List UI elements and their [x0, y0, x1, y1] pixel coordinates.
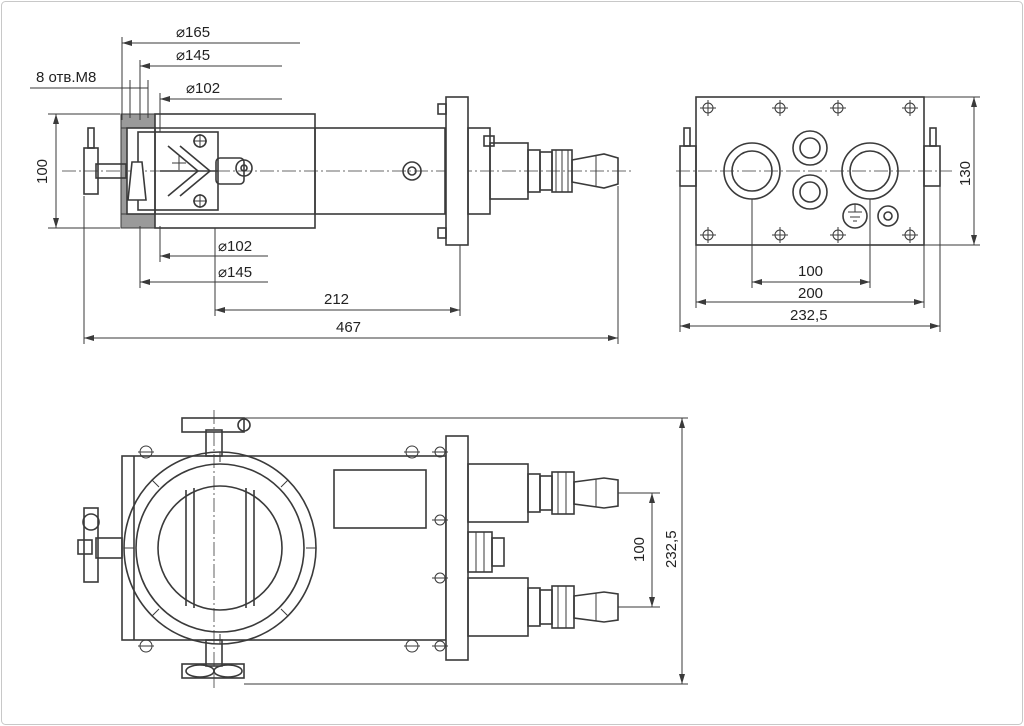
dim-height-130: 130 — [957, 161, 974, 186]
dim-height-232-5: 232,5 — [663, 530, 680, 568]
dim-width-200: 200 — [798, 285, 823, 302]
dim-dia-145-bottom: ⌀145 — [218, 264, 252, 281]
dim-height-100: 100 — [34, 159, 51, 184]
dim-length-467: 467 — [336, 319, 361, 336]
top-view: 100 232,5 — [77, 410, 688, 690]
side-view: 130 100 200 232,5 — [676, 96, 980, 332]
dim-width-100: 100 — [798, 263, 823, 280]
dim-spacing-100: 100 — [631, 537, 648, 562]
dim-dia-145-top: ⌀145 — [176, 47, 210, 64]
dim-length-212: 212 — [324, 291, 349, 308]
label-8-holes-m8: 8 отв.М8 — [36, 69, 96, 86]
front-view: ⌀165 ⌀145 ⌀102 8 отв.М8 100 ⌀102 ⌀145 — [30, 24, 632, 344]
dim-width-232-5: 232,5 — [790, 307, 828, 324]
dim-dia-102-top: ⌀102 — [186, 80, 220, 97]
dim-dia-102-bottom: ⌀102 — [218, 238, 252, 255]
dim-dia-165: ⌀165 — [176, 24, 210, 41]
